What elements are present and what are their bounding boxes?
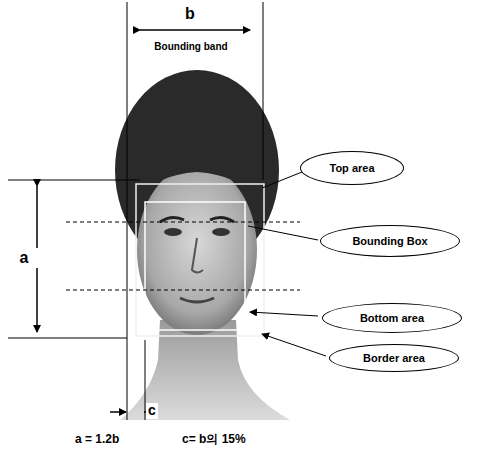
dimension-label: b [183,5,197,23]
dimension-label: Bounding band [154,41,227,52]
callout-text: Bottom area [360,312,424,324]
dimension-label: a [18,249,31,267]
callout-text: Top area [329,162,374,174]
dimension-label: c [146,403,158,418]
callout-ellipse: Border area [329,344,459,372]
dimension-label: c= b의 15% [182,433,246,446]
callout-text: Border area [363,352,425,364]
callout-ellipse: Bottom area [322,303,462,333]
callout-ellipse: Bounding Box [320,225,460,257]
callout-ellipse: Top area [300,151,404,185]
dimension-label: a = 1.2b [75,433,119,446]
callout-text: Bounding Box [352,235,427,247]
